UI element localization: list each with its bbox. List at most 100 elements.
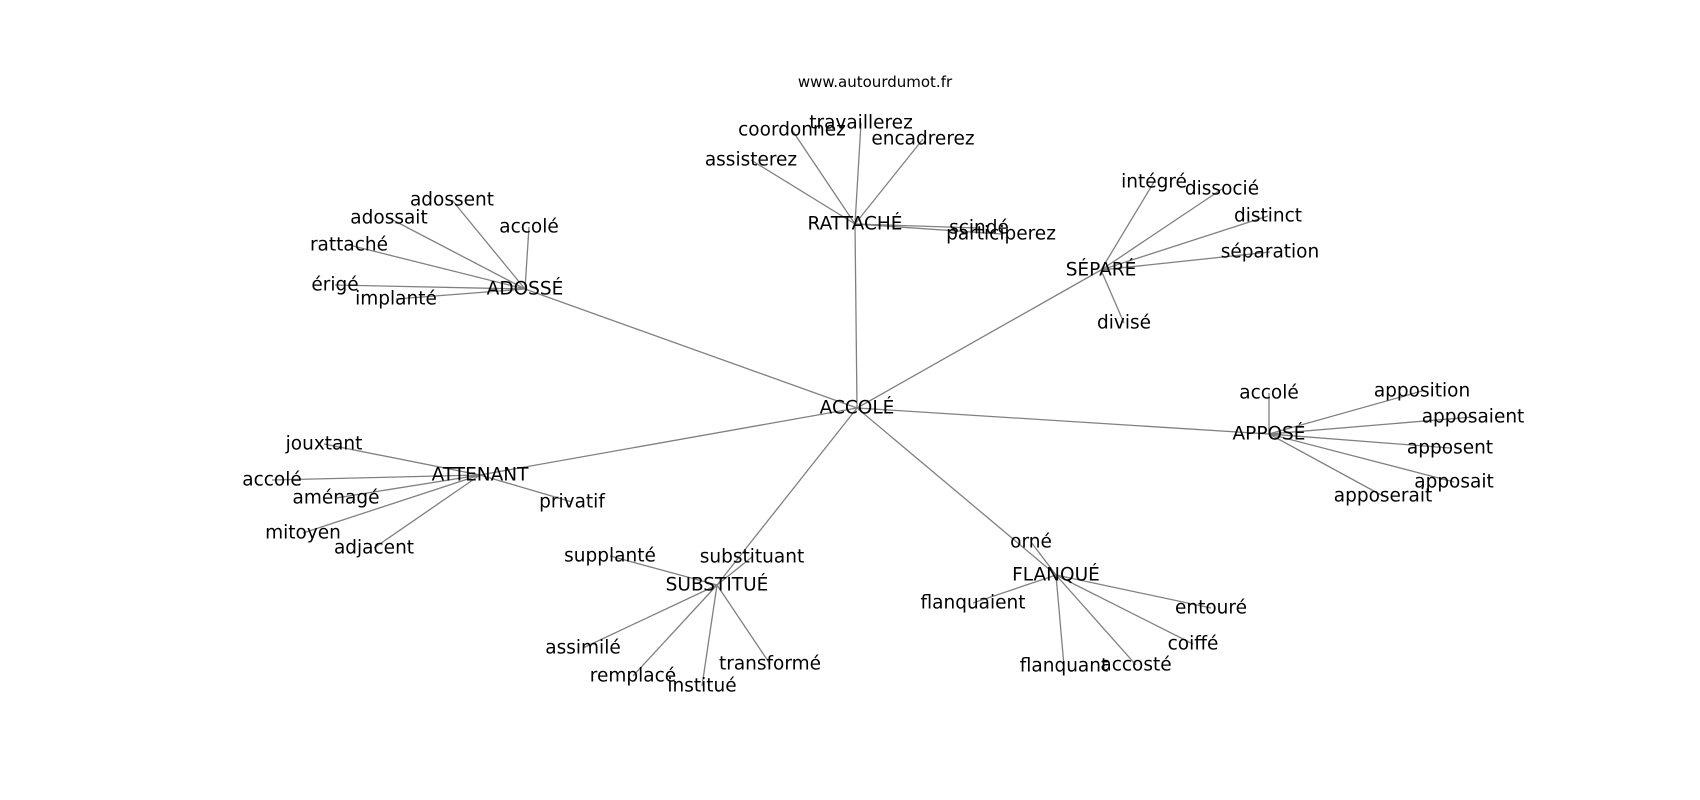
leaf-node-flanquaient[interactable]: flanquaient: [920, 593, 1025, 614]
edge-flanque-to-flanquaient: [972, 574, 1057, 604]
edge-attenant-to-privatif: [479, 474, 573, 503]
leaf-node-scinde[interactable]: scindé: [949, 218, 1009, 239]
leaf-node-apposait[interactable]: apposait: [1414, 472, 1494, 493]
leaf-node-dissocie[interactable]: dissocié: [1185, 179, 1259, 200]
edge-rattache-to-coordonnez: [791, 129, 856, 225]
leaf-node-distinct[interactable]: distinct: [1234, 206, 1302, 227]
hub-node-flanque[interactable]: FLANQUÉ: [1012, 564, 1100, 586]
leaf-node-substituant[interactable]: substituant: [700, 547, 804, 568]
leaf-node-apposent[interactable]: apposent: [1407, 438, 1493, 459]
edge-substitue-to-supplante: [609, 555, 718, 586]
edge-separe-to-distinct: [1100, 215, 1269, 271]
edge-substitue-to-institue: [701, 584, 718, 687]
edge-flanque-to-entoure: [1055, 574, 1212, 609]
edge-separe-to-integre: [1100, 181, 1155, 271]
center-node-label[interactable]: ACCOLÉ: [820, 397, 895, 419]
edge-center-to-separe: [856, 269, 1102, 409]
leaf-node-amenage[interactable]: aménagé: [293, 488, 380, 509]
leaf-node-assimile[interactable]: assimilé: [545, 638, 620, 659]
leaf-node-adossent[interactable]: adossent: [410, 190, 494, 211]
edge-rattache-to-assisterez: [750, 159, 856, 225]
edge-separe-to-separation: [1100, 251, 1271, 271]
leaf-node-accole[interactable]: accolé: [499, 217, 559, 238]
edge-substitue-to-transforme: [716, 584, 771, 665]
graph-edges: [271, 122, 1474, 687]
leaf-node-supplante[interactable]: supplanté: [564, 546, 656, 567]
edge-substitue-to-substituant: [716, 556, 753, 586]
edge-attenant-to-jouxtant: [323, 443, 481, 476]
edge-center-to-rattache: [854, 223, 858, 409]
edge-substitue-to-assimile: [582, 584, 718, 649]
edge-flanque-to-orne: [1030, 541, 1057, 576]
edge-appose-to-apposent: [1268, 433, 1451, 449]
leaf-node-jouxtant[interactable]: jouxtant: [285, 434, 363, 455]
edge-rattache-to-encadrerez: [854, 138, 924, 225]
edge-appose-to-apposait: [1268, 433, 1455, 483]
edge-appose-to-apposition: [1268, 390, 1423, 435]
hub-node-attenant[interactable]: ATTENANT: [432, 465, 530, 486]
leaf-node-transforme[interactable]: transformé: [719, 654, 821, 675]
leaf-node-coordonnez[interactable]: coordonnez: [738, 120, 846, 141]
edge-attenant-to-accole: [271, 474, 481, 481]
edge-adosse-to-adossait: [388, 217, 526, 290]
edge-separe-to-dissocie: [1100, 188, 1223, 271]
edge-adosse-to-rattache: [348, 244, 526, 290]
edge-rattache-to-scinde: [854, 223, 980, 229]
leaf-node-apposaient[interactable]: apposaient: [1422, 407, 1525, 428]
graph-labels: www.autourdumot.fr ACCOLÉ RATTACHÉ assiste…: [242, 73, 1524, 697]
leaf-node-divise[interactable]: divisé: [1097, 313, 1151, 334]
leaf-node-erige[interactable]: érigé: [311, 275, 358, 296]
leaf-node-separation[interactable]: séparation: [1221, 242, 1319, 263]
leaf-node-accole[interactable]: accolé: [1239, 383, 1299, 404]
leaf-node-institue[interactable]: institué: [667, 676, 736, 697]
leaf-node-integre[interactable]: intégré: [1121, 172, 1187, 193]
edge-center-to-adosse: [524, 288, 858, 409]
hub-node-separe[interactable]: SÉPARÉ: [1066, 259, 1137, 281]
leaf-node-participerez[interactable]: participerez: [946, 224, 1056, 245]
edge-center-to-appose: [856, 407, 1270, 435]
edge-flanque-to-coiffe: [1055, 574, 1194, 645]
hub-node-appose[interactable]: APPOSÉ: [1233, 423, 1306, 445]
leaf-node-adossait[interactable]: adossait: [350, 208, 427, 229]
edge-attenant-to-mitoyen: [302, 474, 481, 534]
leaf-node-remplace[interactable]: remplacé: [590, 666, 676, 687]
edge-adosse-to-erige: [334, 284, 526, 290]
leaf-node-apposition[interactable]: apposition: [1374, 381, 1470, 402]
edge-attenant-to-adjacent: [373, 474, 481, 549]
hub-node-adosse[interactable]: ADOSSÉ: [487, 278, 564, 300]
edge-center-to-substitue: [716, 407, 858, 586]
site-watermark[interactable]: www.autourdumot.fr: [798, 73, 953, 91]
leaf-node-coiffe[interactable]: coiffé: [1168, 634, 1219, 655]
edge-adosse-to-adossent: [451, 199, 526, 290]
edge-separe-to-divise: [1100, 269, 1125, 324]
leaf-node-flanquant[interactable]: flanquant: [1020, 656, 1109, 677]
leaf-node-mitoyen[interactable]: mitoyen: [265, 523, 341, 544]
leaf-node-accole[interactable]: accolé: [242, 470, 302, 491]
edge-center-to-attenant: [479, 407, 858, 476]
leaf-node-travaillerez[interactable]: travaillerez: [809, 113, 913, 134]
leaf-node-accoste[interactable]: accosté: [1100, 655, 1171, 676]
edge-flanque-to-flanquant: [1055, 574, 1065, 667]
leaf-node-implante[interactable]: implanté: [355, 289, 437, 310]
edge-appose-to-apposaient: [1268, 416, 1474, 435]
hub-node-substitue[interactable]: SUBSTITUÉ: [666, 574, 769, 596]
edge-rattache-to-participerez: [854, 223, 1002, 235]
leaf-node-rattache[interactable]: rattaché: [310, 235, 388, 256]
edge-flanque-to-accoste: [1055, 574, 1137, 666]
leaf-node-assisterez[interactable]: assisterez: [705, 150, 797, 171]
edge-center-to-flanque: [856, 407, 1057, 576]
hub-node-rattache[interactable]: RATTACHÉ: [807, 213, 902, 235]
leaf-node-privatif[interactable]: privatif: [539, 492, 605, 513]
leaf-node-adjacent[interactable]: adjacent: [334, 538, 414, 559]
edge-appose-to-apposerait: [1268, 433, 1384, 497]
leaf-node-apposerait[interactable]: apposerait: [1334, 486, 1433, 507]
edge-adosse-to-implante: [395, 288, 526, 300]
edge-attenant-to-amenage: [335, 474, 481, 499]
leaf-node-encadrerez[interactable]: encadrerez: [871, 129, 974, 150]
edge-adosse-to-accole: [524, 226, 530, 290]
leaf-node-entoure[interactable]: entouré: [1175, 598, 1247, 619]
edge-substitue-to-remplace: [632, 584, 718, 677]
edge-rattache-to-travaillerez: [854, 122, 862, 225]
leaf-node-orne[interactable]: orné: [1010, 532, 1052, 553]
